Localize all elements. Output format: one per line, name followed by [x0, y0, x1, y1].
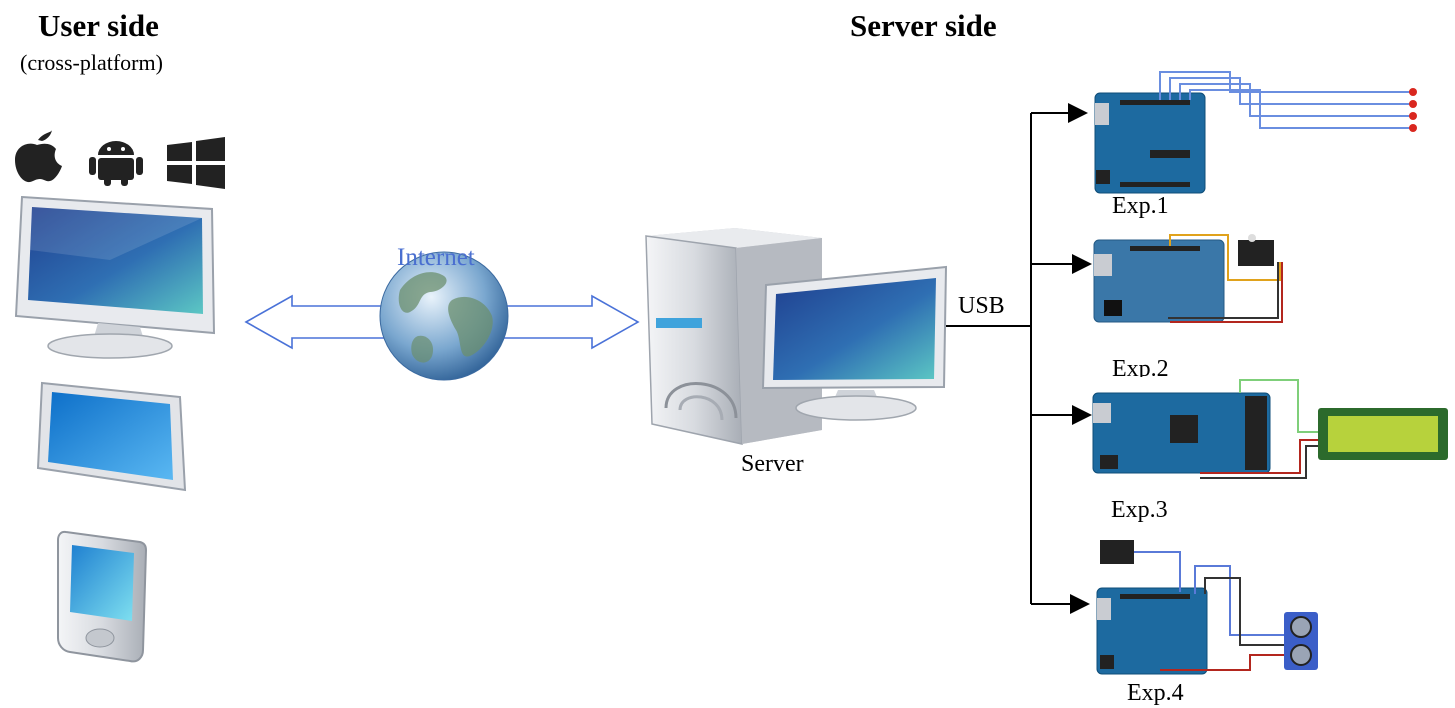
server-monitor: [761, 265, 948, 421]
user-side-subheading: (cross-platform): [20, 50, 163, 75]
tablet-device: [36, 381, 187, 492]
exp1-label: Exp.1: [1112, 193, 1169, 219]
usb-connection-lines: [946, 103, 1092, 614]
server-side-heading: Server side: [850, 8, 997, 43]
android-icon: [89, 141, 143, 186]
exp4-servo-icon: [1100, 540, 1134, 564]
apple-icon: [15, 130, 62, 183]
exp1-leds: [1409, 88, 1417, 132]
usb-label: USB: [958, 293, 1005, 319]
exp1-arduino-board: [1094, 92, 1206, 194]
ultrasonic-sensor-icon: [1284, 612, 1318, 670]
globe-icon: [379, 251, 509, 381]
windows-icon: [167, 137, 225, 189]
servo-motor-icon: [1238, 234, 1274, 266]
exp3-lcd-wiring: [1200, 379, 1318, 479]
exp2-arduino-board: [1093, 239, 1225, 323]
exp1-led-wiring: [1159, 71, 1410, 129]
exp2-servo-wiring: [1168, 234, 1283, 323]
lcd-display-icon: [1318, 408, 1448, 460]
pda-device: [57, 530, 148, 663]
internet-label: Internet: [397, 244, 475, 271]
user-side-heading: User side: [38, 8, 159, 43]
desktop-monitor: [14, 195, 216, 359]
exp4-arduino-board: [1096, 587, 1208, 675]
exp4-wiring: [1134, 551, 1284, 671]
exp4-label: Exp.4: [1127, 680, 1184, 706]
exp3-arduino-board: [1092, 392, 1271, 474]
exp2-label: Exp.2: [1112, 357, 1169, 377]
exp3-label: Exp.3: [1111, 497, 1168, 523]
server-label: Server: [741, 451, 804, 477]
